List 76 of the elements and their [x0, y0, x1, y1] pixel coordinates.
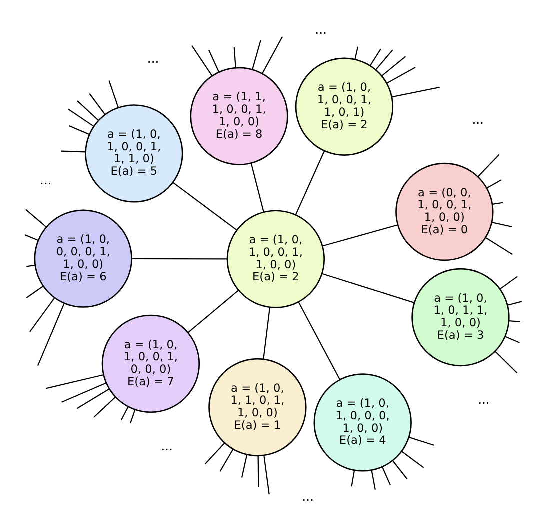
connector: [120, 406, 129, 421]
connector: [382, 466, 392, 486]
node-circle: a = (1, 0, 1, 1, 0, 1, 1, 0, 0) E(a) = 1: [208, 358, 307, 457]
connector: [89, 93, 106, 116]
connector: [500, 276, 518, 290]
connector: [26, 264, 36, 268]
label: ...: [147, 52, 160, 66]
connector: [188, 290, 240, 334]
connector: [24, 234, 39, 242]
connector: [486, 180, 502, 189]
node-circle: a = (1, 0, 0, 0, 0, 1, 1, 0, 0) E(a) = 6: [34, 210, 132, 308]
connector: [392, 86, 440, 98]
connector: [93, 396, 116, 418]
node-circle: a = (1, 1, 1, 0, 0, 1, 1, 0, 0) E(a) = 8: [190, 67, 288, 166]
node-circle: a = (1, 0, 1, 0, 1, 1, 1, 0, 0) E(a) = 3: [412, 268, 510, 367]
connector: [492, 222, 512, 228]
connector: [371, 470, 376, 490]
connector: [172, 182, 238, 231]
label: ...: [40, 173, 52, 188]
connector: [234, 48, 236, 68]
connector: [26, 209, 47, 228]
connector: [26, 286, 44, 298]
connector: [382, 56, 406, 76]
connector: [408, 436, 434, 446]
label: ...: [302, 490, 314, 504]
connector: [77, 100, 100, 122]
label: ...: [161, 439, 174, 454]
connector: [264, 456, 270, 495]
connector: [298, 302, 341, 380]
connector: [376, 50, 394, 70]
connector: [220, 449, 234, 472]
label: ...: [472, 112, 484, 127]
node-circle: a = (1, 0, 1, 0, 0, 1, 0, 0, 0) E(a) = 7: [102, 314, 200, 414]
connector: [241, 454, 248, 478]
connector: [38, 303, 65, 366]
connector: [130, 410, 136, 424]
connector: [30, 298, 56, 332]
connector: [492, 202, 504, 206]
connector: [351, 470, 356, 487]
connector: [61, 150, 86, 153]
connector: [204, 442, 226, 465]
node-circle: a = (1, 0, 1, 0, 0, 1, 1, 1, 0) E(a) = 5: [85, 104, 184, 203]
connector: [192, 46, 213, 76]
connector: [263, 307, 271, 360]
connector: [69, 126, 90, 136]
node-circle: a = (1, 0, 1, 0, 0, 1, 1, 0, 1) E(a) = 2: [295, 58, 394, 156]
connector: [76, 388, 110, 410]
connector: [252, 40, 262, 70]
connector: [258, 456, 260, 488]
connector: [262, 36, 284, 74]
connector: [478, 154, 500, 178]
node-circle: a = (1, 0, 1, 0, 0, 1, 1, 0, 0) E(a) = 2: [226, 210, 326, 308]
connector: [386, 67, 416, 84]
label: ...: [478, 393, 490, 408]
connector: [402, 451, 424, 468]
connector: [295, 150, 326, 216]
connector: [132, 258, 228, 260]
connector: [494, 351, 518, 374]
connector: [509, 320, 521, 322]
node-circle: a = (0, 0, 1, 0, 0, 1, 1, 0, 0) E(a) = 0: [396, 162, 494, 262]
connector: [508, 301, 522, 306]
connector: [250, 163, 264, 212]
connector: [486, 238, 513, 256]
node-circle: a = (1, 0, 1, 0, 0, 0, 1, 0, 0) E(a) = 4: [314, 374, 412, 472]
connector: [392, 460, 408, 480]
connector: [62, 382, 107, 403]
connector: [322, 224, 398, 247]
connector: [322, 273, 415, 304]
connector: [46, 374, 104, 390]
connector: [208, 50, 220, 72]
label: ...: [315, 23, 327, 38]
connector: [68, 108, 94, 127]
connector: [354, 46, 359, 60]
connector: [370, 48, 382, 66]
connector: [505, 336, 520, 344]
connector: [108, 80, 119, 108]
